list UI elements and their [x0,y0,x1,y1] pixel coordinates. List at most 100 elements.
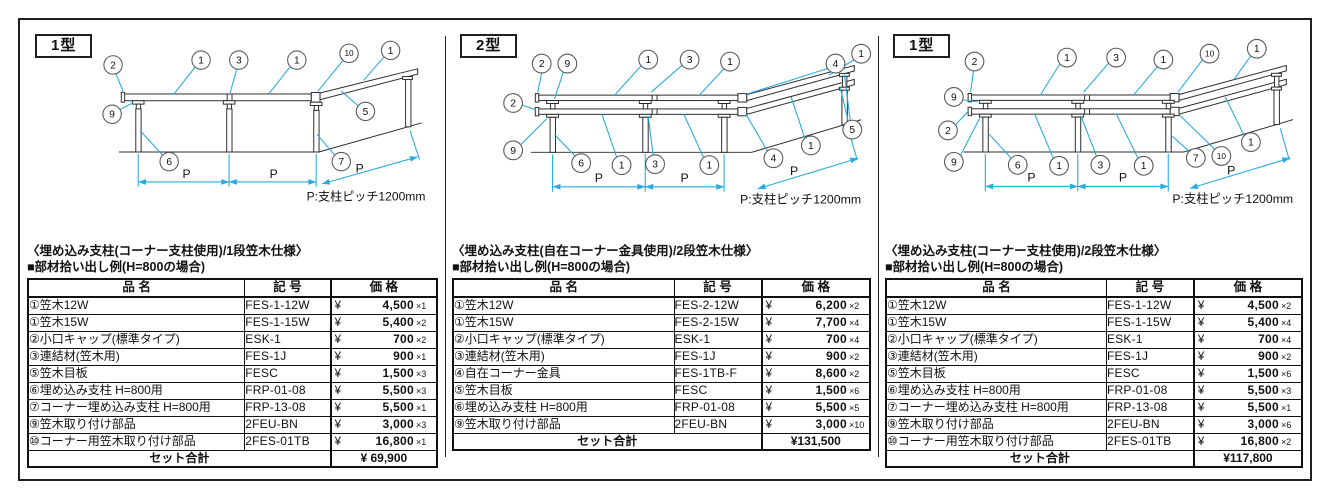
dimension-lines [552,128,859,192]
panel-divider [445,36,446,457]
fence-structure [118,68,422,153]
callout-1: 1 [287,50,307,70]
fence-drawing: 2 1 3 1 10 1 9 2 9 6 1 3 1 7 10 1 P [938,38,1294,206]
pitch-note: P:支柱ピッチ1200mm [307,188,426,203]
svg-text:2: 2 [110,60,116,71]
svg-text:1: 1 [645,55,651,66]
type-label: 1型 [35,34,93,58]
total-row: セット合計¥ 69,900 [27,449,438,468]
example-title: ■部材拾い出し例(H=800の場合) [452,260,631,274]
leader-lines [520,59,855,158]
type-label: 2型 [460,34,518,58]
svg-text:1: 1 [294,55,300,66]
pitch-note: P:支柱ピッチ1200mm [1172,191,1293,206]
callout-6: 6 [571,153,592,174]
svg-text:9: 9 [951,92,957,103]
callout-9: 9 [943,151,964,172]
svg-text:2: 2 [945,126,951,137]
callout-1: 1 [611,155,632,176]
svg-text:9: 9 [510,146,516,157]
fence-drawing: 2 1 3 1 10 1 9 5 6 7 P P P P:支柱ピッチ1200mm [102,40,426,203]
dimension-lines [984,128,1291,192]
svg-text:6: 6 [1015,160,1021,171]
svg-text:1: 1 [808,141,814,152]
svg-text:10: 10 [1205,49,1215,59]
callout-3: 3 [1106,47,1127,68]
callout-1: 1 [638,49,659,70]
svg-text:2: 2 [539,59,545,70]
callout-3: 3 [229,50,249,70]
svg-text:6: 6 [578,159,584,170]
callout-1: 1 [1049,155,1069,176]
callout-7: 7 [331,151,352,172]
callout-1: 1 [699,155,720,176]
svg-text:4: 4 [833,59,839,70]
svg-text:3: 3 [652,160,658,171]
callout-6: 6 [1007,154,1028,175]
total-row: セット合計¥117,800 [885,449,1303,468]
catalog-frame: 1型 [18,18,1312,481]
callout-2: 2 [938,120,958,141]
svg-text:2: 2 [510,98,516,109]
fence-diagram: 1型 [885,34,1303,230]
fence-drawing: 2 9 1 3 1 4 1 2 9 6 1 3 1 4 1 5 P [503,43,871,207]
callout-2: 2 [103,55,123,75]
header-row: 品 名 記 号 価 格 [885,278,1303,298]
spec-title: 〈埋め込み支柱(コーナー支柱使用)/2段笠木仕様〉 [885,244,1167,258]
col-code: 記 号 [244,278,332,298]
svg-text:1: 1 [1248,138,1254,149]
callout-1: 1 [1133,155,1154,176]
svg-text:3: 3 [236,55,242,66]
callout-10: 10 [1199,43,1220,64]
svg-text:1: 1 [1064,53,1070,64]
callout-9: 9 [557,53,578,74]
example-title: ■部材拾い出し例(H=800の場合) [885,260,1064,274]
svg-text:1: 1 [1160,55,1166,66]
callout-4: 4 [825,53,846,74]
table-row: ②小口キャップ(標準タイプ)ESK-1¥700×4 [452,330,871,349]
svg-text:10: 10 [1217,151,1227,161]
pitch-p-label: P [790,164,798,178]
svg-text:7: 7 [338,157,344,168]
svg-text:1: 1 [727,57,733,68]
pitch-p-label: P [681,171,689,185]
callout-1: 1 [380,40,401,61]
callout-9: 9 [503,140,524,161]
pitch-p-label: P [356,161,364,175]
svg-text:1: 1 [1141,161,1147,172]
pitch-p-label: P [183,167,191,181]
svg-text:3: 3 [687,55,693,66]
callout-3: 3 [679,49,700,70]
callout-1: 1 [1057,47,1077,68]
callout-10: 10 [1211,146,1232,166]
svg-text:1: 1 [1056,161,1062,172]
pitch-p-label: P [1227,164,1235,178]
svg-text:5: 5 [363,107,369,118]
panel-divider [878,36,879,457]
col-price: 価 格 [1192,278,1303,298]
table-row: ③連結材(笠木用)FES-1J¥900×2 [885,347,1303,366]
col-code: 記 号 [673,278,763,298]
table-row: ③連結材(笠木用)FES-1J¥900×2 [452,347,871,366]
pitch-p-label: P [270,167,278,181]
header-row: 品 名 記 号 価 格 [452,278,871,298]
spec-title: 〈埋め込み支柱(自在コーナー金具使用)/2段笠木仕様〉 [452,244,759,258]
leader-lines [955,55,1252,159]
svg-text:9: 9 [564,59,570,70]
